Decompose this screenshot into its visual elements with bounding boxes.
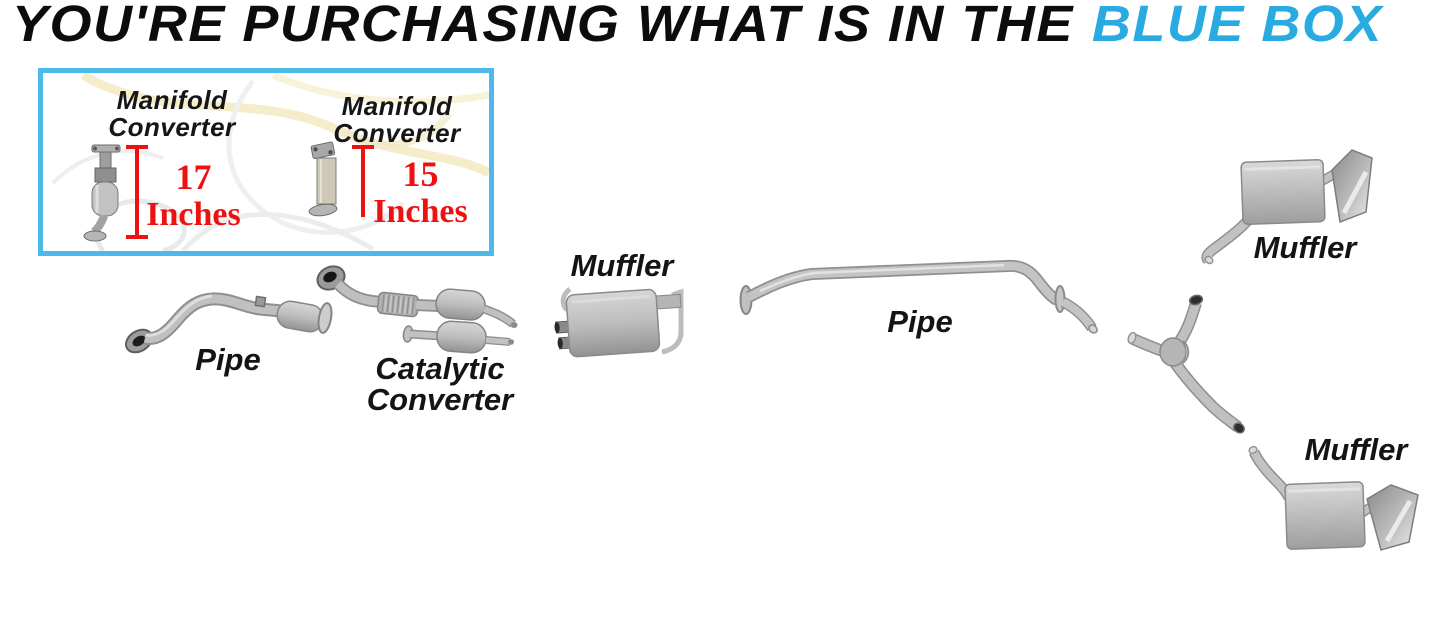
measurement-17: 17 Inches [141, 159, 246, 232]
top-right-muffler-label: Muffler [1225, 232, 1385, 263]
bottom-right-muffler-label: Muffler [1276, 434, 1436, 465]
catalytic-converter-label: Catalytic Converter [340, 353, 540, 415]
catalytic-label-line1: Catalytic [375, 351, 505, 386]
front-pipe-label-text: Pipe [195, 342, 261, 377]
measure-line-15 [361, 147, 365, 217]
measure-cap-15-top [352, 145, 374, 149]
blue-box: Manifold Converter 17 Inches Manifold Co… [38, 68, 494, 256]
intermediate-pipe-label: Pipe [850, 306, 990, 337]
page-title: YOU'RE PURCHASING WHAT IS IN THE BLUE BOX [12, 0, 1445, 51]
manifold-15-line2: Converter [333, 118, 461, 148]
measure-cap-17-top [126, 145, 148, 149]
center-muffler-graphic [554, 287, 684, 358]
manifold-converter-15-image [308, 141, 338, 217]
title-blue-text: BLUE BOX [1091, 0, 1383, 53]
center-muffler-label-text: Muffler [570, 248, 674, 283]
watermark-swirls [51, 73, 489, 251]
intermediate-pipe-graphic [739, 259, 1098, 334]
manifold-17-line1: Manifold [116, 85, 228, 115]
bottom-right-muffler-graphic [1248, 445, 1419, 551]
measure-cap-17-bottom [126, 235, 148, 239]
bottom-right-muffler-label-text: Muffler [1304, 432, 1408, 467]
manifold-15-line1: Manifold [341, 91, 453, 121]
catalytic-downpipe-graphic [316, 265, 518, 328]
catalytic-converter-graphic [402, 320, 514, 354]
measurement-17-unit: Inches [146, 196, 241, 233]
measurement-15-value: 15 [402, 154, 439, 194]
title-black-text: YOU'RE PURCHASING WHAT IS IN THE [12, 0, 1074, 53]
intermediate-pipe-label-text: Pipe [887, 304, 953, 339]
manifold-17-line2: Converter [108, 112, 236, 142]
measurement-15-unit: Inches [373, 193, 468, 230]
manifold-converter-17-image [83, 144, 121, 242]
y-splitter-pipe-graphic [1127, 294, 1245, 434]
measurement-15: 15 Inches [368, 156, 473, 229]
top-right-muffler-label-text: Muffler [1253, 230, 1357, 265]
front-pipe-label: Pipe [158, 344, 298, 375]
manifold-converter-15-label: Manifold Converter [297, 93, 497, 147]
measure-line-17 [135, 147, 139, 237]
center-muffler-label: Muffler [542, 250, 702, 281]
top-right-muffler-graphic [1201, 149, 1373, 265]
manifold-converter-17-label: Manifold Converter [72, 87, 272, 141]
catalytic-label-line2: Converter [366, 382, 514, 417]
measurement-17-value: 17 [175, 157, 212, 197]
front-pipe-graphic [124, 292, 333, 354]
